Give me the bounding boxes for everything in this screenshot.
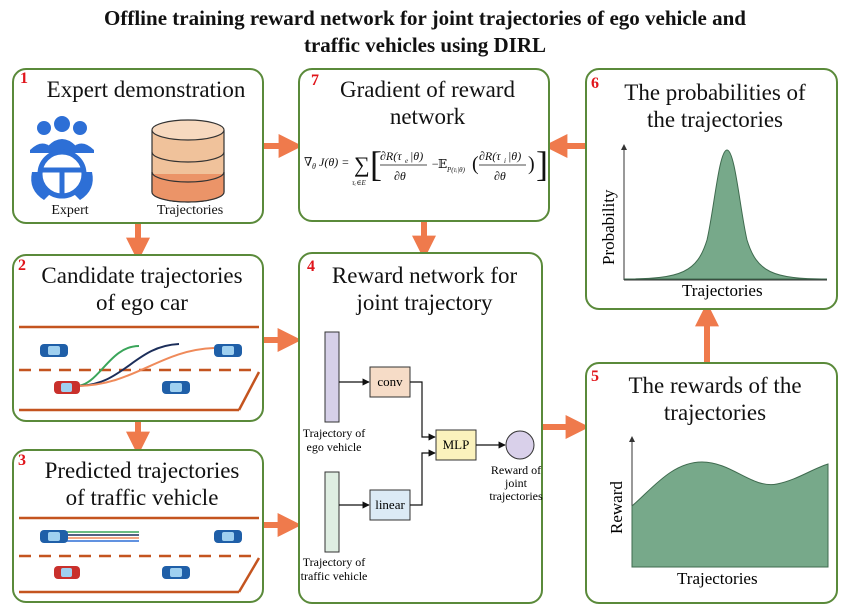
svg-text:J(θ) =: J(θ) = <box>319 155 349 169</box>
box1-number: 1 <box>20 70 28 87</box>
svg-text:P(τᵢ|θ): P(τᵢ|θ) <box>446 166 466 174</box>
svg-text:∂θ: ∂θ <box>394 169 406 183</box>
car-blue-3 <box>162 381 190 394</box>
reward-curve <box>631 461 829 568</box>
reward-chart: Reward Trajectories <box>607 436 829 588</box>
probability-ylabel: Probability <box>599 189 618 265</box>
reward-ylabel: Reward <box>607 481 626 534</box>
linear-label: linear <box>375 497 405 512</box>
box7-number: 7 <box>311 72 319 89</box>
ego-traj-label-1: Trajectory of <box>303 426 366 440</box>
svg-text:θ: θ <box>312 162 316 171</box>
box6-title-line1: The probabilities of <box>624 80 806 105</box>
svg-text:∂R(τ: ∂R(τ <box>479 149 501 163</box>
svg-text:i: i <box>504 157 506 165</box>
conv-block <box>369 366 411 398</box>
car-blue-4 <box>40 530 68 543</box>
svg-text:∑: ∑ <box>354 152 370 177</box>
box5-number: 5 <box>591 368 599 385</box>
box7-title-line1: Gradient of reward <box>340 77 515 102</box>
predicted-road-scene <box>19 516 261 594</box>
database-icon <box>151 119 225 203</box>
svg-text:): ) <box>528 153 535 175</box>
svg-text:|θ): |θ) <box>508 149 521 163</box>
car-blue-2 <box>214 344 242 357</box>
mlp-label: MLP <box>443 437 470 452</box>
ego-input-bar <box>324 331 340 423</box>
network-diagram: conv linear MLP Trajectory of ego vehicl… <box>301 331 543 583</box>
box3-number: 3 <box>18 452 26 469</box>
probability-chart: Probability Trajectories <box>599 144 828 300</box>
reward-label-1: Reward of <box>491 463 541 477</box>
box2-number: 2 <box>18 257 26 274</box>
box4-title-line1: Reward network for <box>331 263 518 288</box>
svg-text:∂R(τ: ∂R(τ <box>380 149 402 163</box>
trajectories-label: Trajectories <box>156 203 224 218</box>
car-blue-6 <box>162 566 190 579</box>
box4-number: 4 <box>307 258 315 275</box>
box6-title-line2: the trajectories <box>646 107 783 132</box>
car-blue-1 <box>40 344 68 357</box>
svg-text:e: e <box>405 157 408 165</box>
box2-title-line1: Candidate trajectories <box>41 263 243 288</box>
box4-title-line2: joint trajectory <box>356 290 493 315</box>
linear-block <box>369 489 411 521</box>
ego-traj-label-2: ego vehicle <box>307 440 362 454</box>
box1-title: Expert demonstration <box>46 77 246 102</box>
traffic-input-bar <box>324 471 340 553</box>
reward-label-2: joint <box>504 476 528 490</box>
svg-text:∇: ∇ <box>304 155 312 169</box>
traffic-traj-label-2: traffic vehicle <box>301 569 368 583</box>
svg-text:[: [ <box>370 144 382 184</box>
svg-text:𝔼: 𝔼 <box>438 157 447 171</box>
mlp-block <box>435 429 477 461</box>
box6-number: 6 <box>591 75 599 92</box>
candidate-road-scene <box>19 325 261 412</box>
svg-text:−: − <box>431 157 439 171</box>
svg-text:]: ] <box>536 144 548 184</box>
box-candidate-trajectories <box>12 254 264 422</box>
reward-output-node <box>505 430 535 460</box>
traffic-traj-label-1: Trajectory of <box>303 555 366 569</box>
reward-xlabel: Trajectories <box>677 569 758 588</box>
probability-xlabel: Trajectories <box>682 281 763 300</box>
box-predicted-trajectories <box>12 449 264 603</box>
svg-text:|θ): |θ) <box>410 149 423 163</box>
probability-curve <box>623 149 828 280</box>
conv-label: conv <box>377 374 403 389</box>
car-red-ego-2 <box>54 566 80 579</box>
box2-title-line2: of ego car <box>96 290 188 315</box>
box7-title-line2: network <box>389 104 466 129</box>
expert-label: Expert <box>51 203 89 218</box>
box3-title-line1: Predicted trajectories <box>44 458 240 483</box>
page-title-line1: Offline training reward network for join… <box>104 6 746 30</box>
svg-text:(: ( <box>472 153 479 175</box>
box3-title-line2: of traffic vehicle <box>65 485 219 510</box>
reward-label-3: trajectories <box>489 489 543 503</box>
page-title-line2: traffic vehicles using DIRL <box>303 33 547 57</box>
box-gradient <box>298 68 550 222</box>
expert-icon <box>30 116 94 200</box>
car-blue-5 <box>214 530 242 543</box>
svg-text:∂θ: ∂θ <box>494 169 506 183</box>
svg-text:τₑ∈E: τₑ∈E <box>352 179 367 187</box>
box5-title-line1: The rewards of the <box>628 373 802 398</box>
car-red-ego <box>54 381 80 394</box>
box5-title-line2: trajectories <box>663 400 767 425</box>
